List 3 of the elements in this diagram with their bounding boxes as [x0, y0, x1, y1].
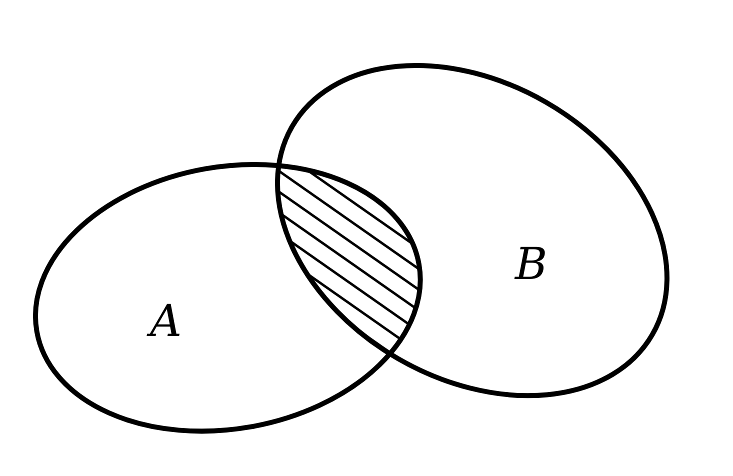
- set-ellipse: [274, 63, 670, 399]
- set-label: B: [514, 242, 548, 287]
- set-ellipse: [33, 162, 423, 434]
